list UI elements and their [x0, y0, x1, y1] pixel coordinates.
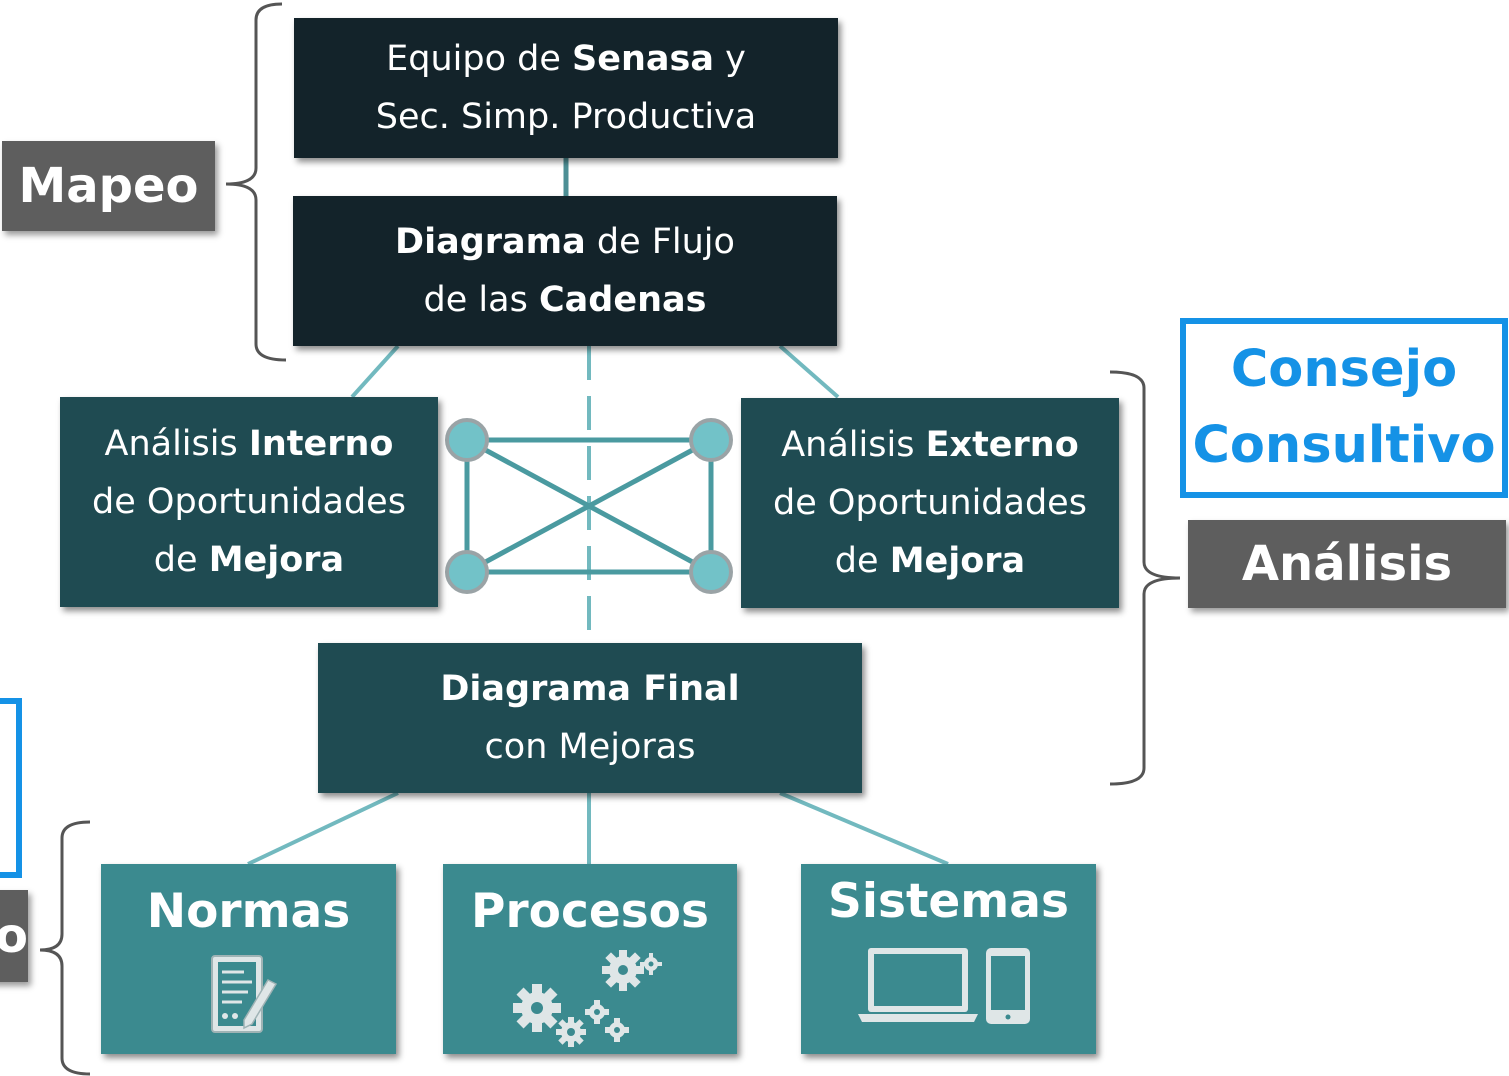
analisis-label: Análisis	[1188, 520, 1506, 608]
diagrama-flujo-line-2: de las Cadenas	[423, 280, 707, 320]
sistemas-title: Sistemas	[828, 874, 1069, 929]
consejo-line-2: Consultivo	[1192, 416, 1496, 475]
network-node	[689, 418, 733, 462]
analisis-label-text: Análisis	[1241, 536, 1453, 592]
network-node	[445, 550, 489, 594]
network-node	[445, 418, 489, 462]
equipo-line-1: Equipo de Senasa y	[386, 39, 746, 79]
connector-flujo-externo	[778, 344, 840, 399]
externo-line-2: de Oportunidades	[773, 483, 1087, 523]
normas-title: Normas	[146, 884, 351, 939]
gears-icon	[513, 950, 662, 1047]
externo-line-3: de Mejora	[834, 541, 1026, 581]
connector-final-normas	[247, 791, 399, 866]
consejo-consultivo-box: Consejo Consultivo	[1180, 318, 1508, 498]
diagrama-flujo-box: Diagrama de Flujo de las Cadenas	[293, 196, 837, 346]
left-label-text: o	[0, 908, 28, 964]
mapeo-label-text: Mapeo	[18, 158, 199, 214]
interno-line-1: Análisis Interno	[104, 424, 394, 464]
connector-final-sistemas	[779, 791, 949, 866]
bracket-mapeo	[225, 2, 287, 362]
left-blue-frame	[0, 698, 22, 878]
final-line-1: Diagrama Final	[440, 669, 740, 709]
analisis-interno-box: Análisis Interno de Oportunidades de Mej…	[60, 397, 438, 607]
normas-box: Normas	[101, 864, 396, 1054]
laptop-phone-icon	[857, 948, 1030, 1024]
network-node	[689, 550, 733, 594]
mapeo-label: Mapeo	[2, 141, 215, 231]
equipo-line-2: Sec. Simp. Productiva	[375, 97, 757, 137]
sistemas-box: Sistemas	[801, 864, 1096, 1054]
document-edit-icon	[210, 955, 277, 1033]
equipo-box: Equipo de Senasa y Sec. Simp. Productiva	[294, 18, 838, 158]
bracket-analisis	[1109, 370, 1181, 786]
interno-line-2: de Oportunidades	[92, 482, 406, 522]
left-label-partial: o	[0, 890, 28, 982]
diagrama-flujo-line-1: Diagrama de Flujo	[395, 222, 735, 262]
procesos-box: Procesos	[443, 864, 737, 1054]
diagrama-final-box: Diagrama Final con Mejoras	[318, 643, 862, 793]
connector-flujo-interno	[350, 344, 400, 399]
final-line-2: con Mejoras	[484, 727, 696, 767]
bracket-bottom	[39, 820, 91, 1076]
interno-line-3: de Mejora	[153, 540, 345, 580]
procesos-title: Procesos	[471, 884, 709, 939]
externo-line-1: Análisis Externo	[781, 425, 1079, 465]
consejo-line-1: Consejo	[1230, 340, 1458, 399]
analisis-externo-box: Análisis Externo de Oportunidades de Mej…	[741, 398, 1119, 608]
